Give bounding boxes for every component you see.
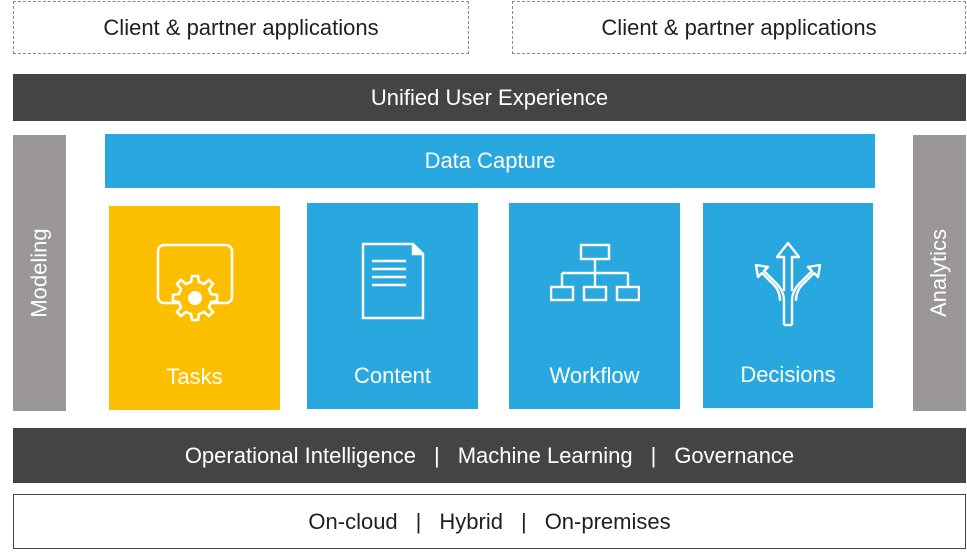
data-capture-label: Data Capture [424, 148, 556, 173]
org-chart-icon [549, 243, 640, 311]
separator: | [415, 508, 422, 534]
tile-label-workflow: Workflow [549, 363, 640, 388]
tile-label-tasks: Tasks [166, 364, 223, 389]
client-apps-label-right: Client & partner applications [601, 14, 877, 40]
split-arrows-icon [746, 241, 830, 333]
analytics-label: Analytics [926, 228, 952, 318]
client-apps-label-left: Client & partner applications [103, 14, 379, 40]
separator: | [650, 442, 657, 468]
tile-label-decisions: Decisions [740, 362, 836, 387]
tile-content: Content [307, 203, 478, 409]
deployment-bar: On-cloud | Hybrid | On-premises [13, 494, 966, 549]
data-capture-bar: Data Capture [105, 134, 875, 188]
separator: | [433, 442, 440, 468]
tile-label-content: Content [353, 363, 432, 388]
client-apps-box-right: Client & partner applications [512, 1, 966, 54]
analytics-side-bar: Analytics [913, 135, 966, 411]
separator: | [520, 508, 527, 534]
deployment-item: Hybrid [439, 508, 503, 534]
deployment-item: On-premises [544, 508, 671, 534]
intelligence-bar: Operational Intelligence | Machine Learn… [13, 428, 966, 483]
tile-tasks: Tasks [109, 206, 280, 410]
intelligence-item: Governance [674, 442, 795, 468]
modeling-side-bar: Modeling [13, 135, 66, 411]
intelligence-item: Machine Learning [457, 442, 633, 468]
tile-workflow: Workflow [509, 203, 680, 409]
gear-window-icon [155, 242, 235, 328]
intelligence-item: Operational Intelligence [184, 442, 416, 468]
unified-ux-bar: Unified User Experience [13, 74, 966, 121]
document-icon [360, 241, 426, 327]
modeling-label: Modeling [26, 228, 52, 318]
client-apps-box-left: Client & partner applications [13, 1, 469, 54]
deployment-item: On-cloud [308, 508, 398, 534]
tile-decisions: Decisions [703, 203, 873, 408]
unified-ux-label: Unified User Experience [370, 84, 609, 110]
